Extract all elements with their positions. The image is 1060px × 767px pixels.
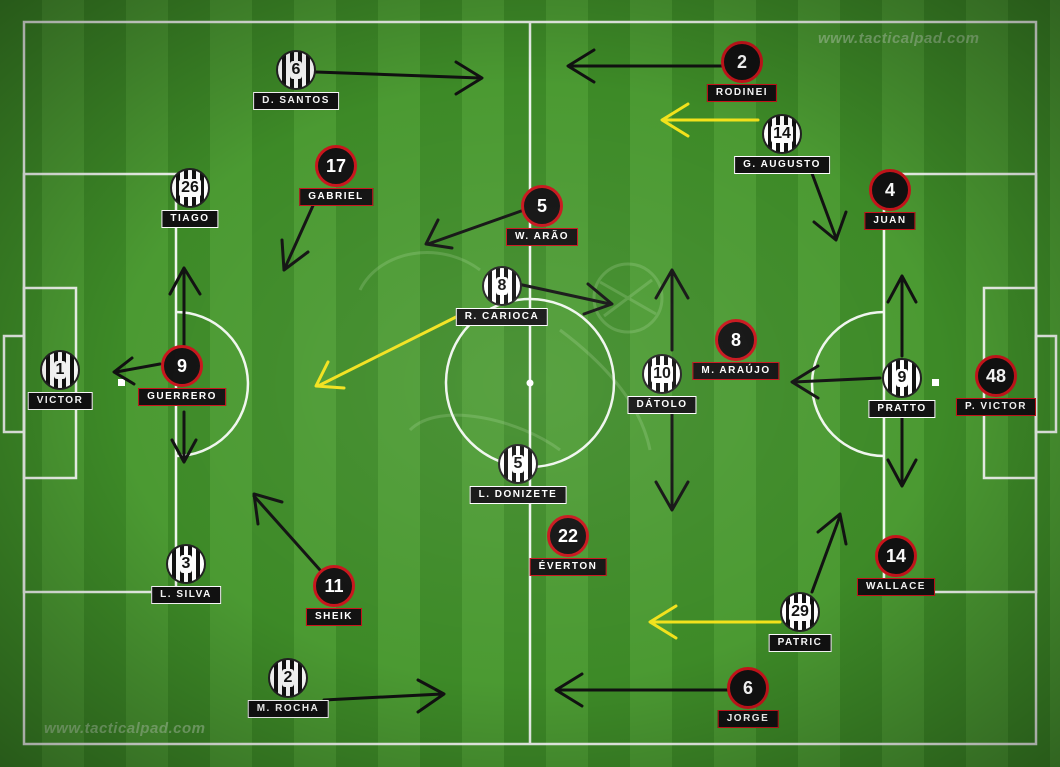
arrow-yellow-rcarioca [314, 314, 460, 390]
player-number-badge: 10 [642, 354, 682, 394]
player-name-label: PATRIC [768, 634, 832, 652]
player-name-label: G. AUGUSTO [734, 156, 830, 174]
player-number-badge: 14 [875, 535, 917, 577]
left-penalty-arc [175, 310, 250, 458]
arrow-datolo-up [654, 268, 690, 352]
player-name-label: P. VICTOR [955, 398, 1037, 416]
player-number-badge: 1 [40, 350, 80, 390]
right-penalty-arc [810, 310, 885, 458]
player-name-label: DÁTOLO [627, 396, 697, 414]
player-name-label: JUAN [864, 212, 916, 230]
arrow-datolo-down [654, 410, 690, 512]
player-name-label: GUERRERO [138, 388, 226, 406]
arrow-yellow-patric [648, 604, 782, 640]
player-number-badge: 17 [315, 145, 357, 187]
player-name-label: TIAGO [161, 210, 219, 228]
player-name-label: PRATTO [868, 400, 936, 418]
arrow-rcarioca [516, 282, 614, 316]
player-number-badge: 6 [276, 50, 316, 90]
player-number-badge: 6 [727, 667, 769, 709]
watermark-bottom: www.tacticalpad.com [44, 720, 206, 737]
arrow-patric [810, 512, 848, 594]
player-name-label: SHEIK [305, 608, 363, 626]
arrow-pratto-left [790, 364, 882, 400]
arrow-tiago-up [168, 266, 202, 352]
arrow-pratto-up [886, 274, 918, 358]
player-number-badge: 22 [547, 515, 589, 557]
player-name-label: R. CARIOCA [455, 308, 549, 326]
watermark-top: www.tacticalpad.com [818, 30, 980, 47]
player-number-badge: 5 [498, 444, 538, 484]
player-name-label: D. SANTOS [253, 92, 339, 110]
player-number-badge: 5 [521, 185, 563, 227]
player-number-badge: 2 [721, 41, 763, 83]
player-name-label: JORGE [717, 710, 779, 728]
player-number-badge: 8 [715, 319, 757, 361]
player-number-badge: 14 [762, 114, 802, 154]
right-goal [1034, 334, 1058, 434]
player-name-label: VICTOR [27, 392, 93, 410]
arrow-rodinei [566, 48, 724, 84]
player-name-label: M. ROCHA [247, 700, 329, 718]
player-number-badge: 8 [482, 266, 522, 306]
left-goal [2, 334, 26, 434]
arrow-pratto-down [886, 410, 918, 488]
player-name-label: ÉVERTON [529, 558, 607, 576]
arrow-jorge [554, 672, 730, 708]
arrow-tiago-down [170, 410, 198, 464]
player-name-label: GABRIEL [299, 188, 373, 206]
player-name-label: M. ARAÚJO [692, 362, 780, 380]
center-logo-watermark [358, 251, 664, 452]
player-number-badge: 2 [268, 658, 308, 698]
player-number-badge: 48 [975, 355, 1017, 397]
player-number-badge: 9 [882, 358, 922, 398]
player-number-badge: 29 [780, 592, 820, 632]
player-number-badge: 9 [161, 345, 203, 387]
player-number-badge: 11 [313, 565, 355, 607]
arrow-dsantos [314, 60, 484, 96]
arrow-sheik [252, 492, 322, 572]
center-spot [526, 379, 534, 387]
left-penalty-spot [118, 379, 125, 386]
player-number-badge: 3 [166, 544, 206, 584]
arrow-victor [112, 356, 162, 386]
player-number-badge: 4 [869, 169, 911, 211]
right-penalty-spot [932, 379, 939, 386]
player-name-label: RODINEI [706, 84, 778, 102]
player-name-label: L. SILVA [151, 586, 221, 604]
player-name-label: WALLACE [857, 578, 935, 596]
arrow-warao [424, 208, 526, 250]
player-number-badge: 26 [170, 168, 210, 208]
arrow-mrocha [322, 678, 446, 714]
arrow-gaugusto [808, 166, 848, 242]
player-name-label: L. DONIZETE [469, 486, 567, 504]
arrow-yellow-gaugusto [660, 102, 760, 138]
player-name-label: W. ARÃO [505, 228, 579, 246]
